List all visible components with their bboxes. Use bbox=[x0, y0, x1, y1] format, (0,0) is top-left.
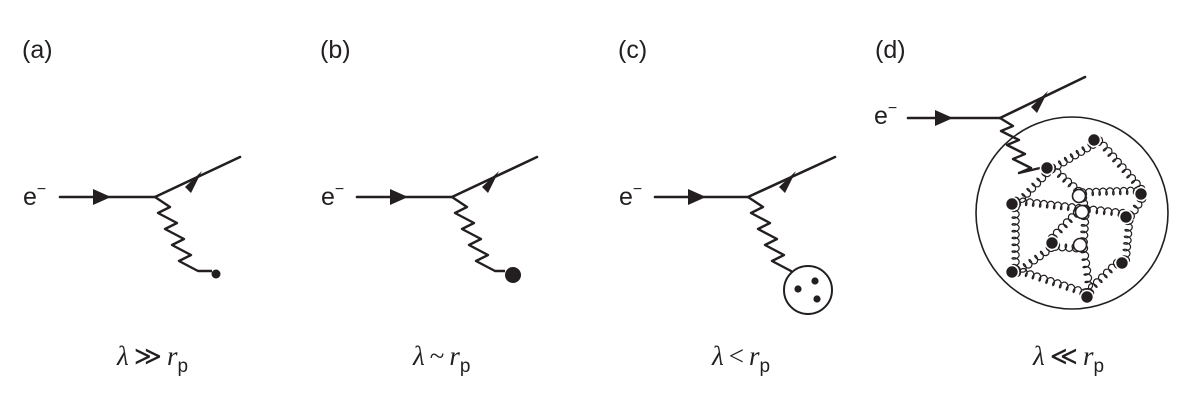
gluon-line-11 bbox=[1011, 265, 1090, 298]
panel-a-tag: (a) bbox=[22, 36, 53, 64]
quark-dot-8 bbox=[1039, 160, 1055, 176]
panel-a: (a) e− λ≫rp bbox=[22, 36, 242, 377]
panel-c-quark-1 bbox=[794, 285, 802, 293]
panel-c-incoming-arrow bbox=[688, 189, 706, 205]
quark-dot-2 bbox=[1133, 186, 1149, 202]
panel-d-outgoing-arrow bbox=[1031, 91, 1048, 113]
panel-a-outgoing-arrow bbox=[185, 171, 202, 193]
panel-a-electron-label: e− bbox=[23, 181, 46, 211]
panel-b-finite-proton bbox=[505, 267, 521, 283]
gluon-line-1 bbox=[1093, 136, 1146, 195]
quark-dot-5 bbox=[1004, 264, 1020, 280]
panel-c-photon bbox=[747, 196, 800, 283]
panel-c-electron-label: e− bbox=[619, 181, 642, 211]
panel-b: (b) e− λ~rp bbox=[320, 36, 539, 377]
panel-b-incoming-arrow bbox=[390, 189, 408, 205]
panel-d: (d) e− λ≪rp bbox=[874, 36, 1169, 377]
panel-d-electron-label: e− bbox=[874, 100, 897, 130]
panel-a-incoming-arrow bbox=[93, 189, 111, 205]
gluon-line-8 bbox=[1125, 193, 1147, 221]
quark-dot-4 bbox=[1118, 209, 1134, 225]
panel-c-quark-3 bbox=[813, 295, 821, 303]
panel-d-caption: λ≪rp bbox=[1032, 341, 1104, 377]
panel-a-point-proton bbox=[211, 269, 221, 279]
panel-c: (c) e− λ<rp bbox=[618, 36, 837, 377]
quark-dot-9 bbox=[1044, 235, 1060, 251]
panel-d-photon bbox=[999, 116, 1041, 175]
gluon-line-13 bbox=[1079, 210, 1090, 247]
panel-b-outgoing-arrow bbox=[482, 171, 499, 193]
gluon-line-17 bbox=[1080, 204, 1128, 218]
panel-c-outgoing-arrow bbox=[779, 171, 796, 193]
panel-d-partons bbox=[1004, 132, 1149, 305]
panel-b-tag: (b) bbox=[320, 36, 351, 64]
quark-dot-3 bbox=[1004, 196, 1020, 212]
sea-quark-dot-10 bbox=[1071, 188, 1087, 204]
gluon-line-14 bbox=[1050, 242, 1082, 253]
panel-a-photon bbox=[154, 196, 212, 273]
panel-c-quark-2 bbox=[811, 277, 819, 285]
panel-d-incoming-arrow bbox=[935, 110, 953, 126]
panel-d-proton-outline bbox=[975, 116, 1169, 310]
gluon-line-10 bbox=[1011, 202, 1020, 274]
panel-b-photon bbox=[451, 196, 505, 273]
panel-c-proton-outline bbox=[783, 265, 833, 315]
quark-dot-6 bbox=[1114, 255, 1130, 271]
sea-quark-dot-11 bbox=[1074, 204, 1090, 220]
gluon-line-7 bbox=[1010, 196, 1084, 213]
gluon-line-6 bbox=[1078, 193, 1090, 214]
panel-b-caption: λ~rp bbox=[412, 341, 470, 377]
panel-b-electron-label: e− bbox=[321, 181, 344, 211]
gluon-line-5 bbox=[1077, 186, 1143, 197]
panel-a-caption: λ≫rp bbox=[116, 341, 188, 377]
sea-quark-dot-12 bbox=[1072, 237, 1088, 253]
quark-dot-1 bbox=[1086, 132, 1102, 148]
quark-dot-7 bbox=[1079, 289, 1095, 305]
panel-d-tag: (d) bbox=[875, 36, 906, 64]
panel-c-caption: λ<rp bbox=[711, 341, 770, 377]
panel-c-tag: (c) bbox=[618, 36, 647, 64]
